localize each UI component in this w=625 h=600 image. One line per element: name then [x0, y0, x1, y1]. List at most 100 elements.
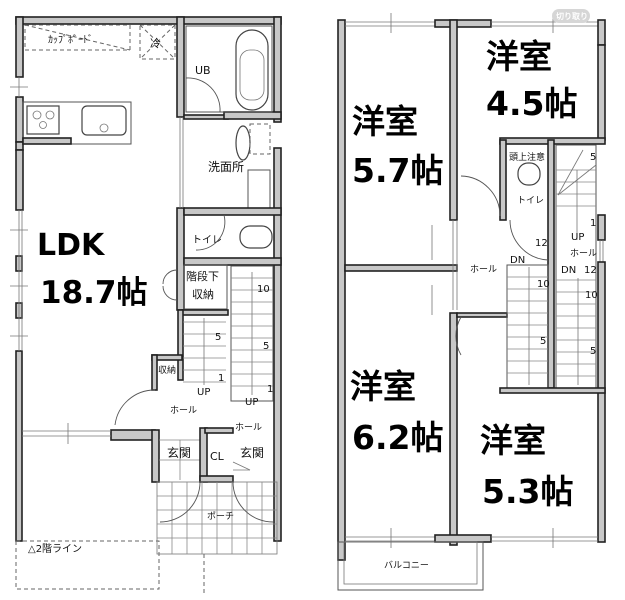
fridge-outline — [139, 24, 176, 60]
wall2-stair-bottom — [499, 387, 606, 394]
hall1-left-label: ホール — [170, 405, 197, 416]
wall2-right-upper — [597, 44, 606, 141]
stair-right-step-10: 10 — [257, 284, 270, 295]
stair-left-treads — [183, 321, 226, 383]
stair-right-up: UP — [245, 397, 258, 408]
toilet-bowl-icon — [239, 225, 273, 249]
wall2-toilet-left — [499, 139, 507, 221]
stair2-right-dn: DN — [561, 265, 576, 276]
hall2-center-label: ホール — [470, 264, 497, 275]
entrance-tiles — [159, 439, 200, 480]
wall-toilet-bottom — [183, 257, 282, 266]
closet-label: CL — [210, 450, 225, 463]
wall-stair-left — [177, 309, 184, 381]
ldk-name: LDK — [37, 228, 106, 263]
room-c-name: 洋室 — [350, 367, 416, 406]
stair-right-outline — [230, 265, 274, 402]
stair2-left-step-5: 5 — [540, 336, 546, 347]
wall-ub-bottom-left — [183, 114, 229, 120]
stair2-right-up: UP — [571, 232, 584, 243]
crop-badge[interactable]: 切り取り — [552, 9, 590, 23]
room-b-size: 4.5帖 — [486, 84, 577, 123]
cupboard-outline — [24, 24, 131, 51]
stair2-left-step-12: 12 — [535, 238, 548, 249]
storage-door-swing — [162, 269, 178, 301]
stair2-left-step-10: 10 — [537, 279, 550, 290]
wall-entrance-left — [151, 429, 160, 483]
stair2-right-step-5-top: 5 — [590, 152, 596, 163]
stair2-right-step-1: 1 — [590, 218, 596, 229]
kitchen-partition — [22, 137, 72, 145]
room-d-name: 洋室 — [480, 421, 546, 460]
wall2-top-center — [434, 19, 492, 28]
unit-bath-label: UB — [195, 64, 211, 77]
crop-badge-label[interactable]: 切り取り — [556, 11, 588, 21]
stair2-right-step-10: 10 — [585, 290, 598, 301]
cupboard-label: ｶｯﾌﾟﾎﾞｰﾄﾞ — [48, 34, 93, 46]
wall-hall-ldk — [110, 429, 156, 441]
wall-top — [15, 16, 282, 25]
ldk-size: 18.7帖 — [40, 275, 148, 311]
front-door-swing-left — [159, 481, 201, 523]
porch-label: ポーチ — [207, 511, 234, 522]
wall-cl-top — [204, 427, 234, 434]
front-door-swing-right — [232, 481, 274, 523]
wall2-vertical-lower — [449, 312, 458, 546]
wall-toilet-top — [183, 207, 282, 216]
storage-label-1: 階段下 — [186, 269, 219, 283]
wall2-right-lower — [597, 261, 606, 543]
toilet2-bowl-icon — [517, 162, 541, 186]
toilet1-label: トイレ — [192, 235, 222, 246]
hall-door-swing — [114, 389, 156, 426]
wall-cl-left — [199, 427, 208, 483]
stair2-left-treads — [507, 276, 548, 374]
room-d-size: 5.3帖 — [482, 472, 573, 511]
wall2-vertical-upper — [449, 19, 458, 221]
hall2-right-label: ホール — [570, 248, 597, 259]
entrance1-label: 玄関 — [167, 445, 191, 460]
wall-ldk-stair — [176, 207, 185, 311]
room-c-size: 6.2帖 — [352, 418, 443, 457]
room-a-name: 洋室 — [352, 102, 418, 141]
unit-bath-outline — [185, 25, 273, 113]
room-d-door-swing — [455, 316, 462, 356]
hall1-right-label: ホール — [235, 422, 262, 433]
wall2-left — [337, 19, 346, 561]
stair-left-up: UP — [197, 387, 210, 398]
wall-ub-bottom — [223, 111, 282, 120]
wall-ldk-bath — [176, 16, 185, 118]
second-floor-line-label: △2階ライン — [28, 543, 82, 555]
wall-left-top — [15, 16, 24, 78]
stair2-right-step-12: 12 — [584, 265, 597, 276]
stair2-right-treads — [556, 169, 596, 377]
wall2-hall-bottom — [456, 312, 508, 318]
toilet2-label: トイレ — [517, 196, 544, 206]
room-a-size: 5.7帖 — [352, 151, 443, 190]
stair-left-step-1: 1 — [218, 373, 224, 384]
washroom-label: 洗面所 — [208, 160, 244, 174]
room-b-name: 洋室 — [486, 37, 552, 76]
floor2: 洋室 4.5帖 洋室 5.7帖 頭上注意 トイレ ホール — [337, 13, 606, 591]
wall-left-mid — [15, 96, 24, 143]
washer-space — [249, 123, 271, 155]
wall-stair-top — [181, 309, 229, 316]
washroom-shelf — [247, 169, 271, 211]
wall-cl-bottom — [199, 475, 234, 483]
under-stair-storage — [183, 264, 228, 310]
stair-right-step-5: 5 — [263, 341, 269, 352]
sink-icon — [81, 105, 127, 136]
balcony-label: バルコニー — [384, 560, 429, 571]
wall-left-bottom — [15, 350, 23, 542]
wall2-bottom-center — [434, 534, 492, 543]
wall-right — [273, 147, 282, 542]
wall-left-seg — [15, 141, 24, 151]
toilet2-door-swing — [509, 219, 549, 261]
storage-label-2: 収納 — [192, 288, 214, 301]
floor1: ｶｯﾌﾟﾎﾞｰﾄﾞ 冷 LDK 18.7帖 UB 洗面所 — [10, 16, 282, 595]
stair-right-step-1: 1 — [267, 384, 273, 395]
ub-door-swing — [185, 77, 221, 113]
porch-grid — [156, 481, 278, 555]
wall2-right-seg — [597, 214, 606, 241]
bathtub-icon — [235, 29, 269, 111]
